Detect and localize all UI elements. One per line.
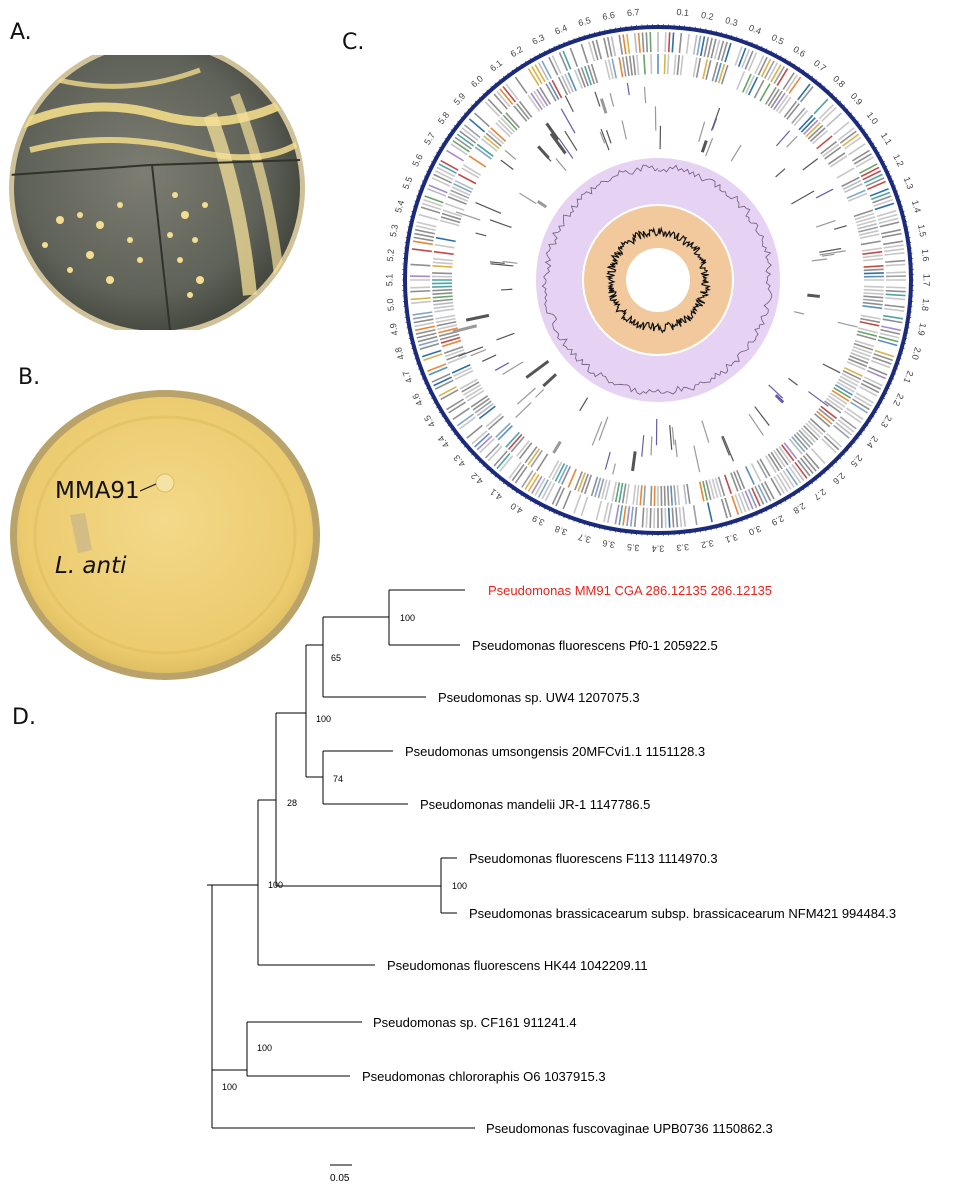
genome-position-label: 1.8 [920,298,931,311]
genome-position-label: 4.9 [388,322,400,336]
taxon-label: Pseudomonas sp. UW4 1207075.3 [438,690,640,705]
genome-position-label: 3.4 [652,544,665,554]
genome-position-label: 3.9 [530,513,546,528]
panel-label-a: A. [10,20,32,45]
genome-position-label: 5.0 [385,298,396,311]
phylogenetic-tree: 100 65 100 74 28 100 100 100 100 Pseudom… [207,583,896,1184]
genome-position-label: 5.8 [436,110,452,126]
taxon-label: Pseudomonas brassicacearum subsp. brassi… [469,906,896,921]
bootstrap-value: 28 [287,798,297,808]
panel-label-c: C. [342,30,365,55]
taxon-label: Pseudomonas umsongensis 20MFCvi1.1 11511… [405,744,705,759]
genome-position-label: 6.0 [469,74,485,90]
genome-position-label: 1.4 [910,199,923,214]
genome-position-label: 4.6 [410,392,425,408]
genome-position-label: 0.1 [676,7,689,18]
genome-position-label: 1.9 [916,322,928,336]
genome-position-label: 5.4 [393,199,406,214]
genome-position-label: 1.3 [902,175,916,190]
genome-position-label: 2.0 [910,346,923,361]
taxon-label: Pseudomonas sp. CF161 911241.4 [373,1015,577,1030]
taxon-label: Pseudomonas fuscovaginae UPB0736 1150862… [486,1121,773,1136]
genome-position-label: 0.9 [849,91,865,107]
taxon-label: Pseudomonas fluorescens F113 1114970.3 [469,851,718,866]
bootstrap-value: 100 [400,613,415,623]
scale-bar-label: 0.05 [330,1173,350,1184]
genome-position-label: 3.1 [724,532,739,545]
genome-position-label: 2.3 [879,413,894,429]
bootstrap-value: 65 [331,653,341,663]
strain-label: MMA91 [55,478,140,504]
genome-position-label: 0.4 [747,23,762,37]
bootstrap-value: 100 [316,714,331,724]
genome-position-label: 0.5 [770,32,786,47]
panel-label-b: B. [18,365,41,390]
genome-position-label: 2.9 [770,513,786,528]
genome-position-label: 3.6 [602,538,616,550]
taxon-label: Pseudomonas fluorescens Pf0-1 205922.5 [472,638,718,653]
genome-position-label: 0.2 [700,10,714,22]
genome-position-label: 4.7 [401,369,415,384]
genome-position-label: 3.5 [627,542,640,553]
genome-position-label: 4.5 [422,413,437,429]
bootstrap-value: 74 [333,774,343,784]
genome-position-label: 5.6 [410,152,425,168]
plate-a-photo [9,55,305,330]
genome-position-label: 4.3 [452,453,468,469]
genome-position-label: 1.7 [922,274,932,287]
genome-position-label: 6.2 [509,44,525,59]
genome-position-label: 5.7 [422,131,437,147]
genome-position-label: 5.2 [385,249,396,262]
genome-position-label: 3.8 [553,524,568,538]
genome-position-label: 2.8 [791,501,807,516]
bootstrap-value: 100 [257,1043,272,1053]
taxon-label: Pseudomonas fluorescens HK44 1042209.11 [387,958,648,973]
circular-genome-map: 0.1 0.2 0.3 0.4 0.5 0.6 0.70.80.91.0 1.1 1.2 1.3 1… [384,7,932,554]
genome-position-label: 1.2 [891,152,906,168]
genome-position-label: 0.8 [831,74,847,90]
genome-position-label: 4.1 [488,487,504,503]
genome-position-label: 1.1 [879,131,894,147]
genome-position-label: 0.6 [791,44,807,59]
genome-position-label: 3.0 [747,524,762,538]
genome-position-label: 4.0 [509,501,525,516]
genome-position-label: 0.7 [812,58,828,74]
genome-position-label: 1.6 [920,249,931,262]
genome-position-label: 2.5 [849,453,865,469]
genome-position-label: 6.7 [627,7,640,18]
genome-position-label: 6.5 [577,15,592,28]
genome-position-label: 4.8 [393,346,406,361]
genome-position-label: 5.9 [452,91,468,107]
plate-b-photo [10,390,320,680]
bootstrap-value: 100 [222,1082,237,1092]
genome-position-label: 1.5 [916,224,928,238]
panel-label-d: D. [12,705,36,730]
taxon-label: Pseudomonas mandelii JR-1 1147786.5 [420,797,650,812]
taxon-label-highlighted: Pseudomonas MM91 CGA 286.12135 286.12135 [488,583,772,598]
genome-position-label: 0.3 [724,15,739,28]
bootstrap-value: 100 [268,880,283,890]
genome-position-label: 3.3 [676,542,689,553]
genome-position-label: 5.3 [388,224,400,238]
genome-position-label: 6.3 [530,32,546,47]
genome-position-label: 6.6 [602,10,616,22]
genome-position-label: 1.0 [865,110,881,126]
genome-position-label: 6.4 [553,23,568,37]
genome-position-label: 4.2 [469,471,485,487]
antagonist-label: L. anti [55,553,127,579]
genome-position-label: 2.1 [902,369,916,384]
genome-position-label: 2.2 [891,392,906,408]
genome-position-label: 3.7 [577,532,592,545]
genome-position-label: 5.5 [401,175,415,190]
genome-position-label: 2.6 [831,471,847,487]
bootstrap-value: 100 [452,881,467,891]
genome-position-label: 6.1 [488,58,504,74]
taxon-label: Pseudomonas chlororaphis O6 1037915.3 [362,1069,606,1084]
genome-position-label: 5.1 [384,274,394,287]
genome-position-label: 2.4 [865,434,881,450]
genome-position-label: 3.2 [700,538,714,550]
genome-position-label: 4.4 [436,434,452,450]
genome-position-label: 2.7 [812,487,828,503]
